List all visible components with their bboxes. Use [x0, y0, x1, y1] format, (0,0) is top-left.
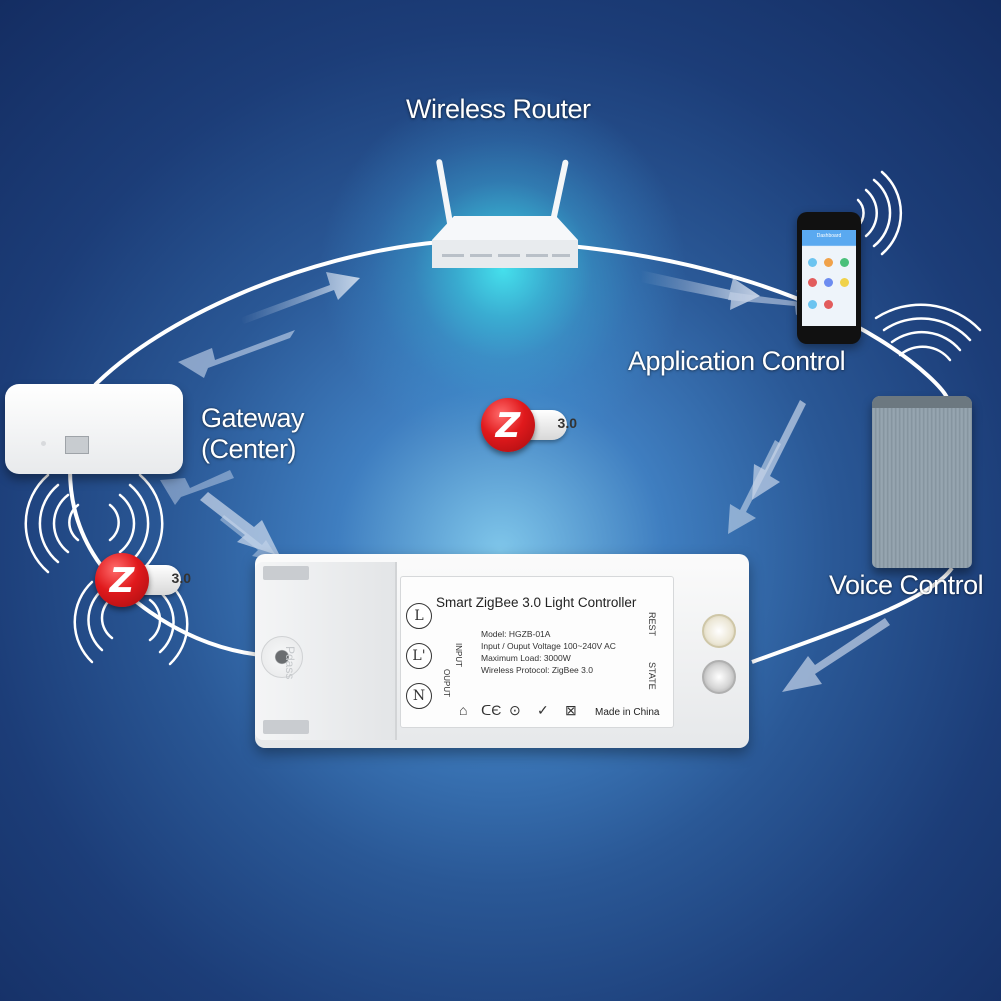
voice-control-label: Voice Control — [829, 570, 984, 600]
phone-screen-title: Dashboard — [816, 233, 842, 239]
gateway-led — [41, 441, 46, 446]
ethernet-port-icon — [65, 436, 89, 454]
gateway-label-line2: (Center) — [201, 434, 297, 464]
connection-ring-right — [751, 566, 954, 664]
house-icon: ⌂ — [459, 702, 468, 718]
weee-bin-icon: ⊠ — [565, 702, 577, 718]
state-indicator — [702, 660, 736, 694]
app-tile-icon — [840, 278, 849, 287]
zigbee-logo-letter: Z — [495, 406, 521, 446]
controller-terminal-cover: Pdass — [255, 562, 397, 740]
cover-mark: Pdass — [283, 646, 297, 680]
output-label: OUPUT — [442, 669, 451, 697]
zigbee-logo-icon: Z — [481, 398, 535, 452]
cover-slot — [263, 566, 309, 580]
smartphone: Dashboard — [797, 212, 861, 344]
spec-max-load: Maximum Load: 3000W — [481, 653, 571, 663]
zigbee-version: 3.0 — [557, 415, 577, 431]
app-tile-icon — [824, 258, 833, 267]
app-tile-icon — [808, 278, 817, 287]
spec-protocol: Wireless Protocol: ZigBee 3.0 — [481, 665, 593, 675]
terminal-l: L — [406, 603, 432, 629]
made-in-label: Made in China — [595, 707, 660, 718]
speaker-top — [872, 396, 972, 408]
router-signal-glow — [318, 85, 688, 455]
app-tile-icon — [808, 300, 817, 309]
spec-voltage: Input / Ouput Voltage 100~240V AC — [481, 641, 616, 651]
wifi-waves-icon — [856, 170, 903, 256]
zigbee-logo-letter: Z — [109, 561, 135, 601]
app-tile-icon — [808, 258, 817, 267]
double-arrow-icon — [160, 270, 890, 692]
screw-hole — [261, 636, 303, 678]
connection-ring-left — [68, 469, 263, 657]
smart-speaker — [872, 396, 972, 568]
gateway-label: Gateway (Center) — [201, 403, 305, 465]
state-label: STATE — [647, 662, 657, 690]
zigbee-version: 3.0 — [171, 570, 191, 586]
controller-label-panel: L L' N INPUT OUPUT Smart ZigBee 3.0 Ligh… — [400, 576, 674, 728]
controller-title: Smart ZigBee 3.0 Light Controller — [436, 595, 637, 610]
wifi-waves-icon — [874, 303, 982, 362]
app-tile-icon — [824, 278, 833, 287]
app-tile-icon — [824, 300, 833, 309]
gateway-label-line1: Gateway — [201, 403, 305, 433]
cover-slot — [263, 720, 309, 734]
input-label: INPUT — [454, 643, 463, 667]
connection-ring-top-left — [93, 240, 441, 387]
terminal-l-prime: L' — [406, 643, 432, 669]
gateway-hub — [5, 384, 183, 474]
wifi-waves-icon — [24, 473, 80, 574]
etl-mark-icon: ⊙ — [509, 702, 521, 718]
rcm-mark-icon: ✓ — [537, 702, 549, 718]
wireless-router-label: Wireless Router — [406, 94, 591, 124]
reset-button[interactable] — [702, 614, 736, 648]
wifi-waves-icon — [108, 473, 164, 574]
light-controller-device: Pdass L L' N INPUT OUPUT Smart ZigBee 3.… — [255, 554, 749, 748]
app-tile-icon — [840, 258, 849, 267]
phone-screen: Dashboard — [802, 230, 856, 326]
spec-model: Model: HGZB-01A — [481, 629, 551, 639]
application-control-label: Application Control — [628, 346, 846, 376]
ce-mark-icon: ᑕЄ — [481, 702, 502, 718]
terminal-n: N — [406, 683, 432, 709]
reset-label: REST — [647, 612, 657, 637]
wireless-router-icon — [432, 159, 578, 268]
zigbee-logo-icon: Z — [95, 553, 149, 607]
wifi-waves-icon — [73, 580, 189, 666]
